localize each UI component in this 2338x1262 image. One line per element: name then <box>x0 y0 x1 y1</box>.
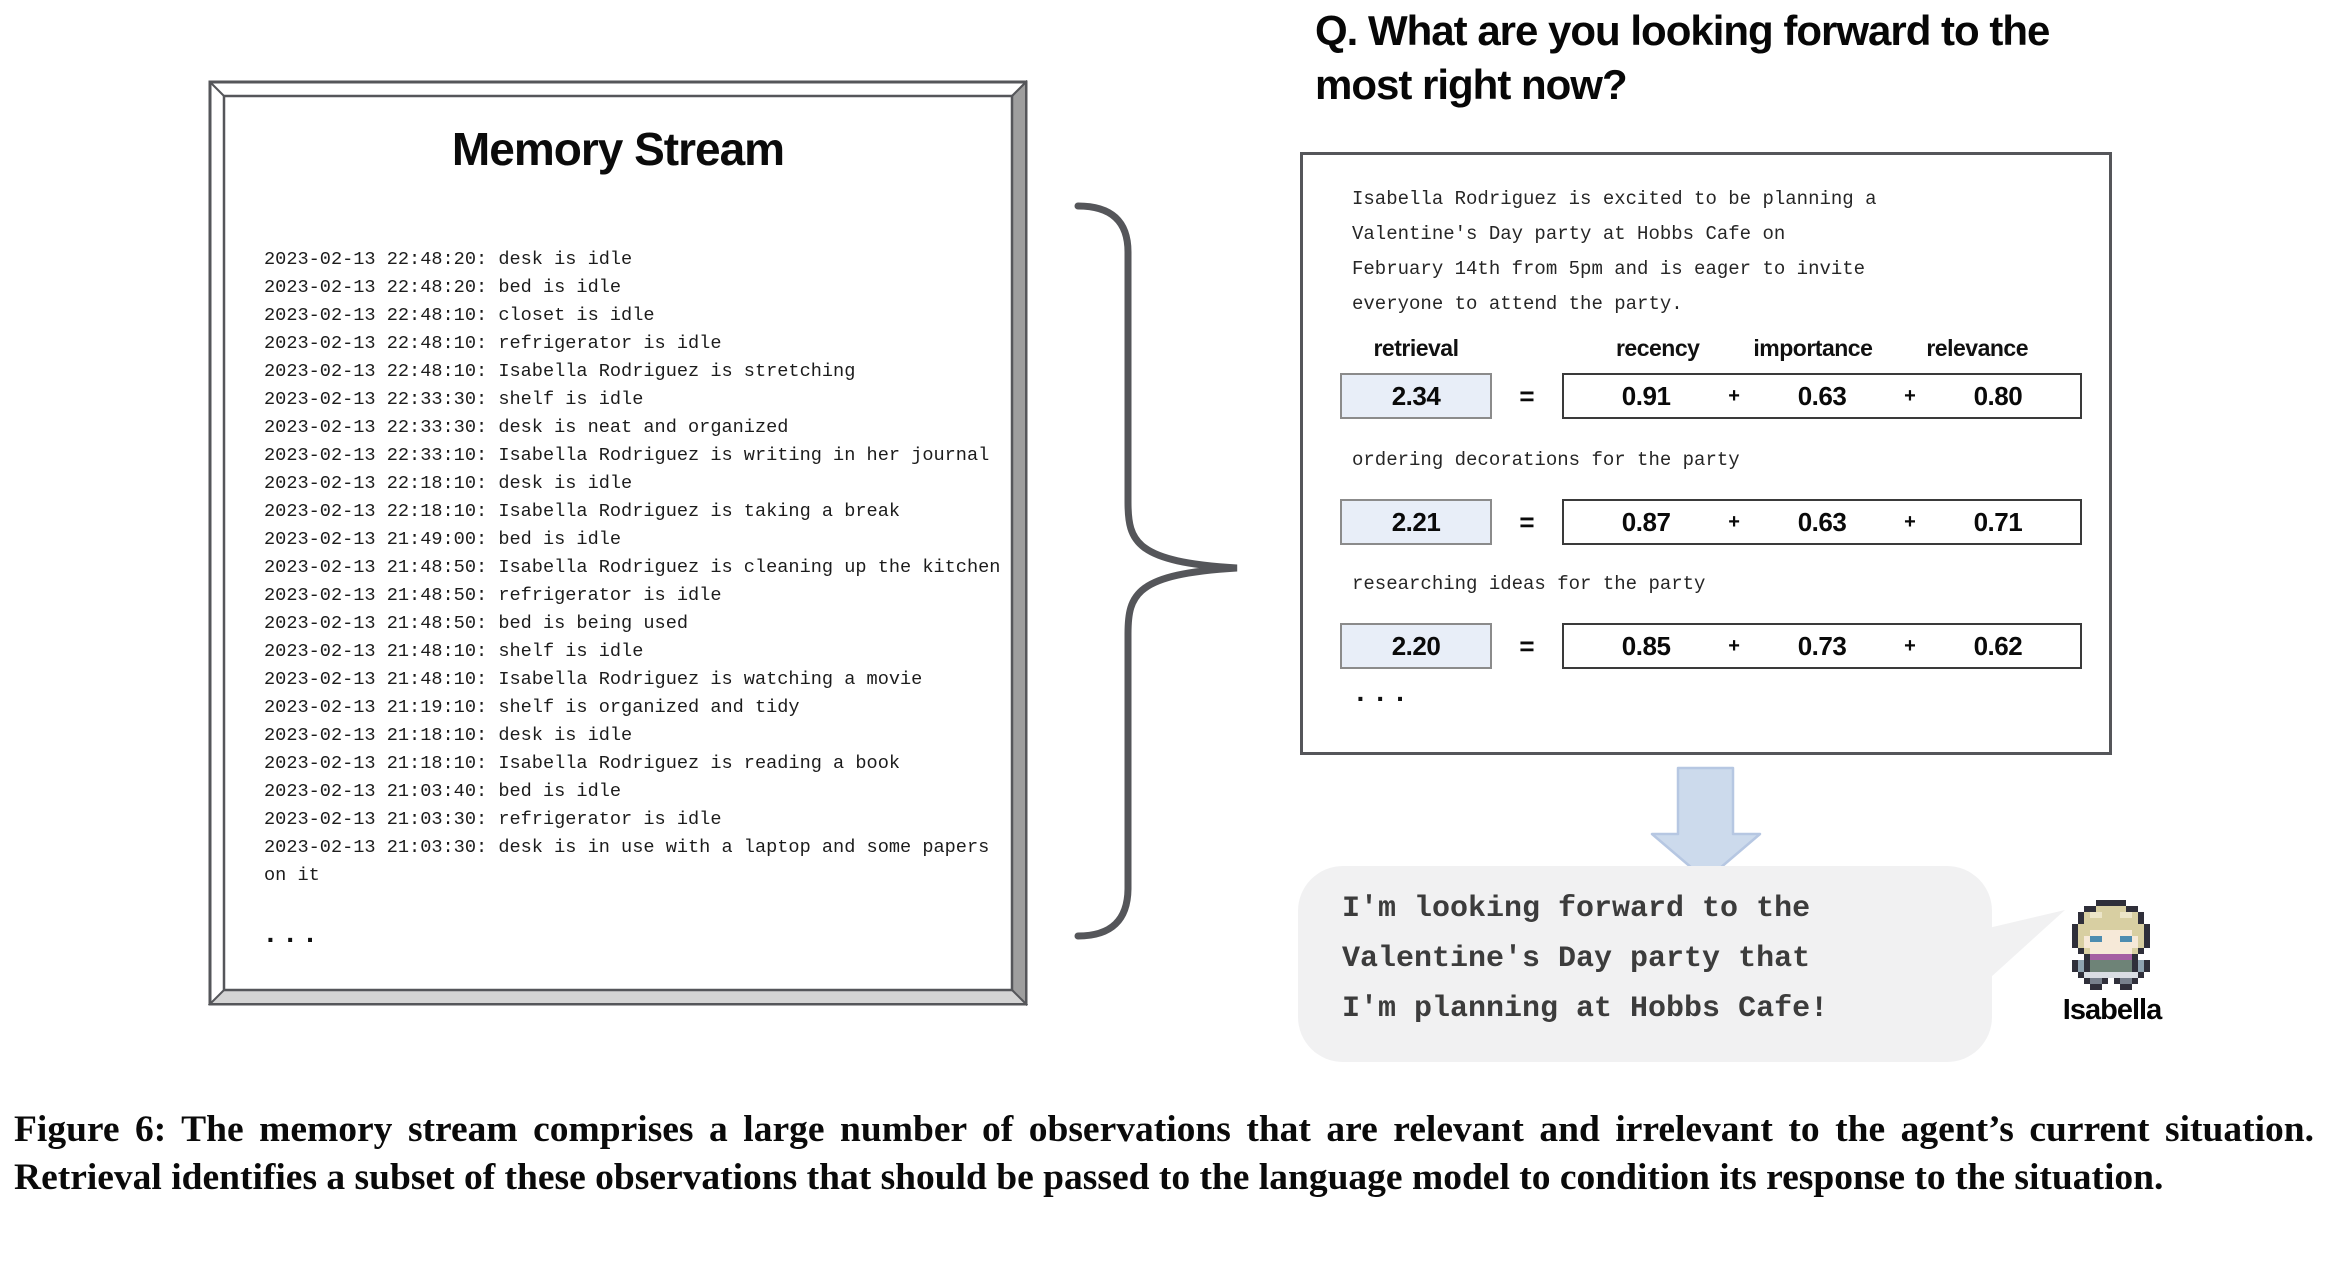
equals-sign: = <box>1519 630 1535 661</box>
down-arrow-icon <box>1650 766 1762 882</box>
retrieved-memory-summary: Isabella Rodriguez is excited to be plan… <box>1352 188 1877 315</box>
header-recency: recency <box>1615 335 1700 361</box>
agent-name-label: Isabella <box>2062 994 2162 1026</box>
importance-score: 0.63 <box>1797 380 1847 411</box>
agent-response-text: I'm looking forward to the Valentine's D… <box>1342 892 1829 1026</box>
equals-sign: = <box>1519 506 1535 537</box>
plus-sign: + <box>1904 634 1916 657</box>
speech-bubble-tail <box>1980 910 2065 987</box>
retrieval-score: 2.20 <box>1340 623 1492 669</box>
retrieval-panel: Isabella Rodriguez is excited to be plan… <box>1300 152 2112 755</box>
retrieval-score: 2.34 <box>1340 373 1492 419</box>
retrieval-score: 2.21 <box>1340 499 1492 545</box>
memory-stream-ellipsis: ... <box>262 920 322 951</box>
plus-sign: + <box>1728 384 1740 407</box>
score-row: 2.20 = 0.85 + 0.73 + 0.62 <box>1340 623 2082 669</box>
frame-border <box>208 80 1028 1006</box>
plus-sign: + <box>1728 634 1740 657</box>
importance-score: 0.73 <box>1797 630 1847 661</box>
figure-caption: Figure 6: The memory stream comprises a … <box>14 1109 2314 1198</box>
equals-sign: = <box>1519 380 1535 411</box>
memory-stream-title: Memory Stream <box>451 123 785 175</box>
recency-score: 0.85 <box>1621 630 1671 661</box>
recency-score: 0.91 <box>1621 380 1671 411</box>
recency-score: 0.87 <box>1621 506 1671 537</box>
plus-sign: + <box>1904 510 1916 533</box>
header-retrieval: retrieval <box>1373 335 1459 361</box>
plus-sign: + <box>1728 510 1740 533</box>
curly-brace-icon <box>1074 202 1238 940</box>
relevance-score: 0.80 <box>1973 380 2023 411</box>
panel-ellipsis: ... <box>1352 679 1412 710</box>
isabella-avatar <box>2072 900 2150 990</box>
isabella-sprite-icon <box>2072 900 2150 990</box>
relevance-score: 0.71 <box>1973 506 2023 537</box>
speech-bubble <box>1298 866 1992 1062</box>
score-components: 0.85 + 0.73 + 0.62 <box>1562 623 2082 669</box>
score-components: 0.91 + 0.63 + 0.80 <box>1562 373 2082 419</box>
plus-sign: + <box>1904 384 1916 407</box>
header-components: recency importance relevance <box>1562 335 2082 362</box>
memory-stream-frame <box>208 80 1028 1006</box>
importance-score: 0.63 <box>1797 506 1847 537</box>
score-components: 0.87 + 0.63 + 0.71 <box>1562 499 2082 545</box>
memory-stream-observations: 2023-02-13 22:48:20: desk is idle 2023-0… <box>264 249 1001 886</box>
header-relevance: relevance <box>1926 335 2028 361</box>
header-importance: importance <box>1753 335 1873 361</box>
retrieved-observation: researching ideas for the party <box>1352 573 1706 595</box>
column-headers: retrieval recency importance relevance <box>1340 335 2085 362</box>
question-text: Q. What are you looking forward to the m… <box>1315 7 2050 108</box>
score-row: 2.21 = 0.87 + 0.63 + 0.71 <box>1340 499 2082 545</box>
relevance-score: 0.62 <box>1973 630 2023 661</box>
retrieved-observation: ordering decorations for the party <box>1352 449 1740 471</box>
score-row: 2.34 = 0.91 + 0.63 + 0.80 <box>1340 373 2082 419</box>
